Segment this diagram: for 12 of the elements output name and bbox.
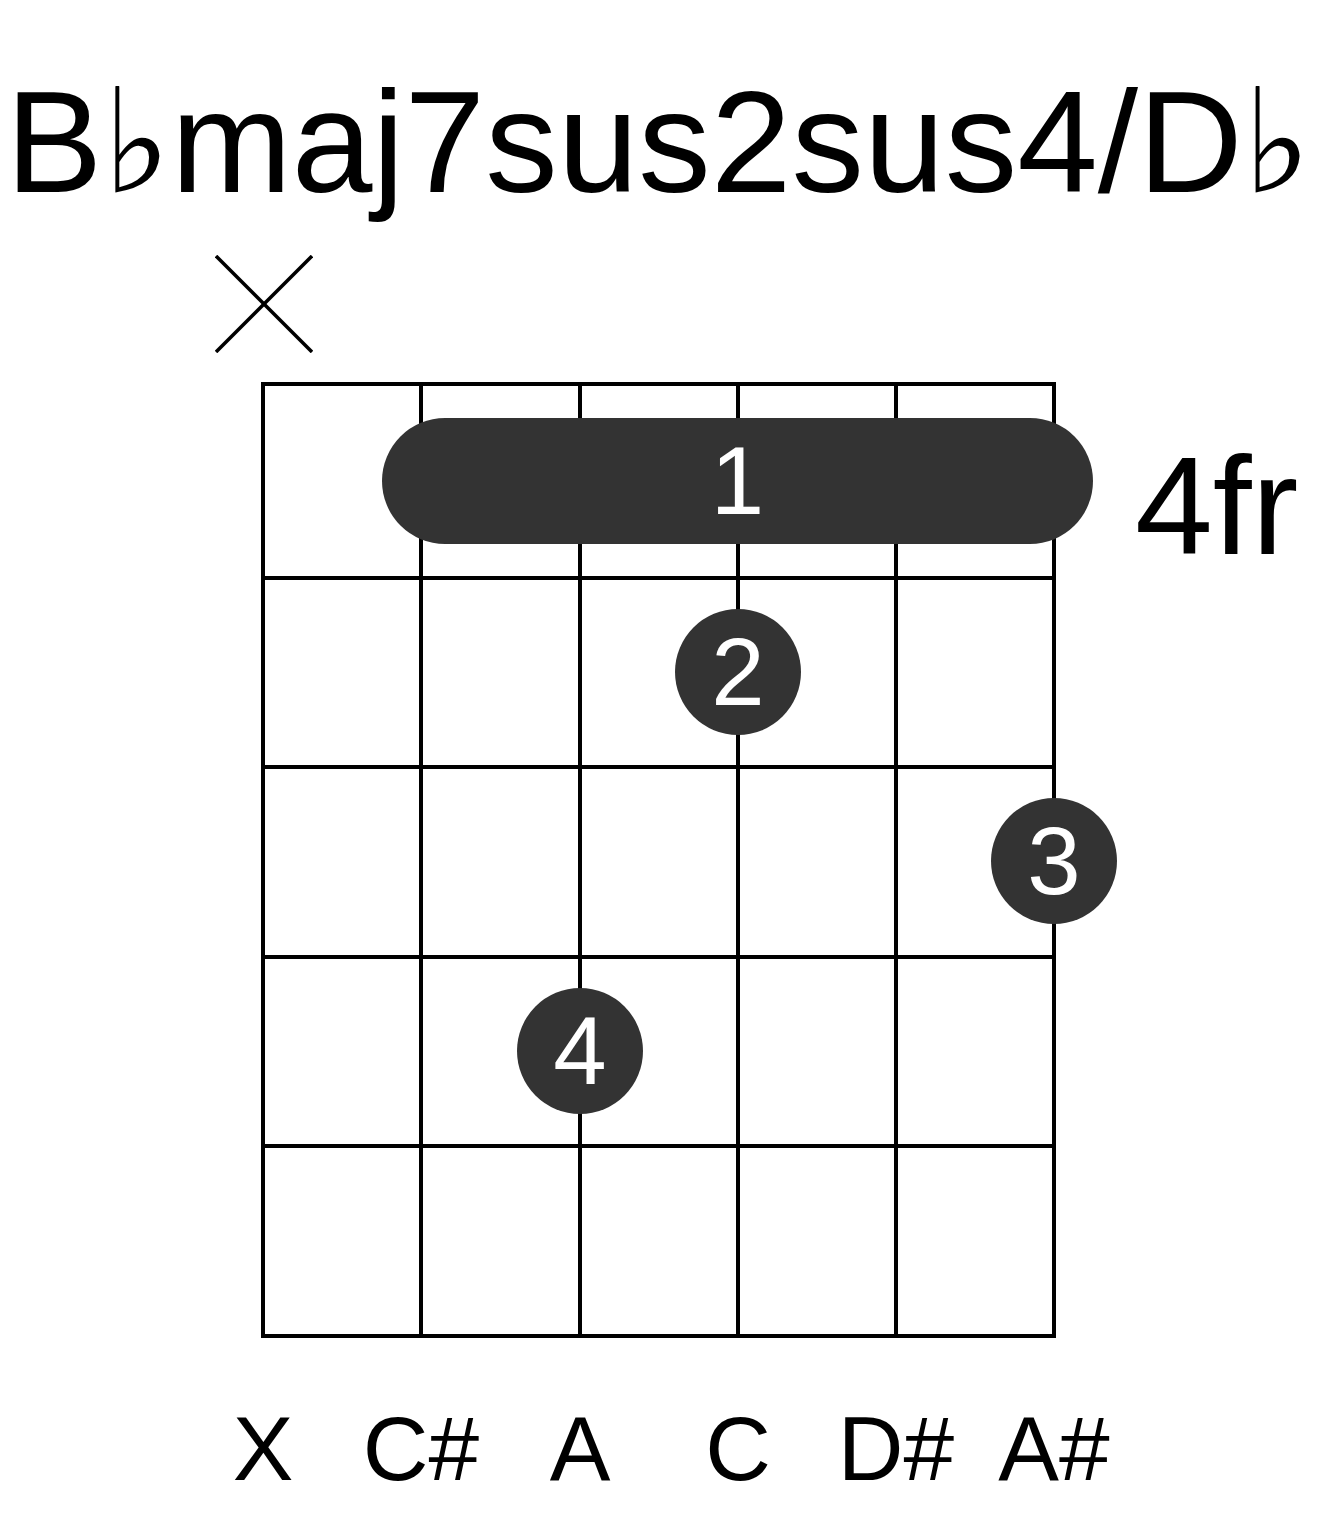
chord-title: B♭maj7sus2sus4/D♭ [5,60,1312,225]
string-note-label: X [232,1403,294,1494]
string-note-label: C# [362,1403,480,1494]
finger-dot: 4 [517,988,643,1114]
string-note-label: D# [837,1403,955,1494]
string-note-label: C [705,1403,771,1494]
fret-number-label: 4fr [1135,436,1299,576]
finger-dot: 2 [675,609,801,735]
finger-dot: 3 [991,798,1117,924]
barre-bar: 1 [382,418,1093,544]
string-note-label: A# [998,1403,1110,1494]
string-note-label: A [549,1403,611,1494]
